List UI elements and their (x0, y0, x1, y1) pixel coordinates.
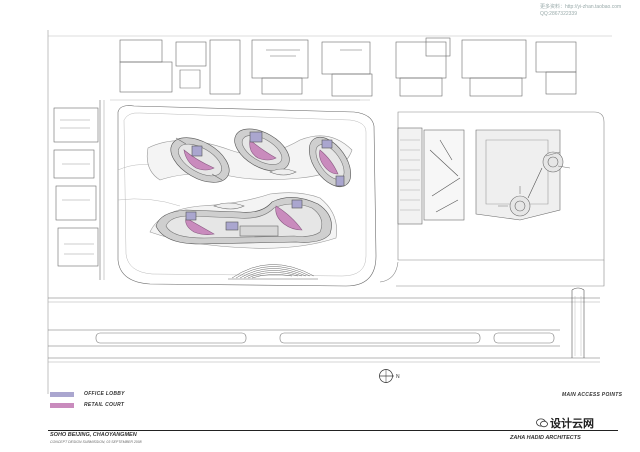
top-buildings (119, 37, 577, 97)
right-site (397, 111, 605, 261)
watermark-logo-text: 设计云网 (550, 417, 594, 430)
project-subtitle: CONCEPT DESIGN SUBMISSION, 03 SEPTEMBER … (50, 440, 142, 444)
legend-swatch-office-lobby (50, 392, 74, 397)
tower-1 (170, 137, 230, 183)
north-arrow-icon: N (379, 369, 400, 383)
project-title: SOHO BEIJING, CHAOYANGMEN (50, 432, 137, 438)
legend-office-lobby: OFFICE LOBBY (84, 391, 125, 397)
svg-text:N: N (396, 374, 400, 380)
legend-swatch-retail-court (50, 403, 74, 408)
wechat-logo-icon (536, 418, 548, 428)
legend-retail-court: RETAIL COURT (84, 402, 125, 408)
tower-2 (234, 128, 290, 172)
tower-4 (155, 197, 332, 245)
main-access-points-label: MAIN ACCESS POINTS (562, 392, 623, 398)
watermark-qq: QQ:2867322339 (540, 11, 577, 17)
site-boundary (117, 105, 377, 287)
architect-name: ZAHA HADID ARCHITECTS (510, 435, 581, 441)
watermark-url: 更多资料：http://yi-zhan.taobao.com (540, 4, 622, 10)
avenue (48, 287, 600, 363)
left-buildings (53, 100, 105, 280)
title-rule (48, 430, 618, 431)
tower-3 (308, 136, 352, 188)
entrance-plaza (228, 264, 318, 280)
